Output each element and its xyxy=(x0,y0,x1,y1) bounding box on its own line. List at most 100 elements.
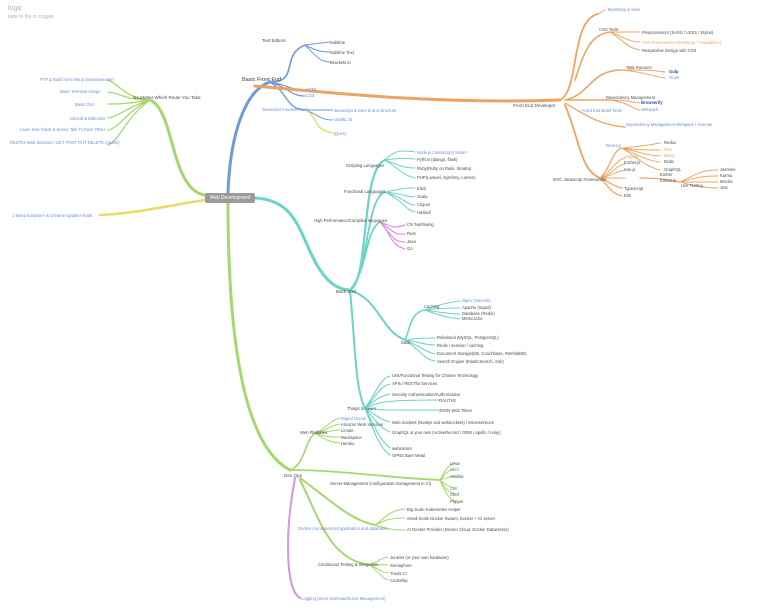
ci-item: Semaphore xyxy=(390,563,412,568)
docker-label: Docker (containerized application and da… xyxy=(298,526,388,531)
ci-item: Travis-CI xyxy=(390,571,407,576)
test-item: Jasmine xyxy=(720,167,736,172)
task-runner-item: Gulp xyxy=(669,69,679,74)
root-node[interactable]: Web Development xyxy=(205,193,255,203)
react-js-label: React.js xyxy=(606,143,621,148)
high-item: Rust xyxy=(407,231,416,236)
docker-item: Big Scale Kubernetes Helper xyxy=(407,507,461,512)
js-item: Javascript & Dom & and structure xyxy=(334,108,397,113)
react-item: Relay xyxy=(664,153,676,158)
high-item: Java xyxy=(407,239,417,244)
editor-item: Brackets.io xyxy=(330,60,351,65)
platform-item: Linode xyxy=(341,428,354,433)
front-end-build-tools-label: Front End Build Tools xyxy=(582,108,622,113)
cfg-item: Puppet xyxy=(450,499,464,504)
js-item: Vanilla JS xyxy=(334,117,353,122)
react-item: Mobx xyxy=(664,159,675,164)
data-label: Data xyxy=(401,340,411,345)
typescript-label: Typescript xyxy=(624,186,644,191)
cache-item: Memcache xyxy=(462,316,483,321)
server-mgmt-label: Server Management (configuration managem… xyxy=(330,481,432,486)
unit-testing-label: Unit Testing xyxy=(681,183,703,188)
ci-item: Codeship xyxy=(390,578,408,583)
caching-label: Caching xyxy=(424,304,440,309)
data-item: Redis / session / caching xyxy=(437,343,484,348)
ci-label: Continuous Testing & Integration xyxy=(318,562,379,567)
route-item: GitHub & Bitbucket xyxy=(70,116,106,121)
css-tool-item: CSS Frameworks (Bootstrap / Foundation) xyxy=(642,40,722,45)
mvc-label: MVC Javascript Frameworks xyxy=(553,177,607,182)
document-subtitle: tade to the ci ccages xyxy=(8,14,54,20)
document-title: logic xyxy=(8,5,23,12)
css-tools-label: CSS Tools xyxy=(599,27,618,32)
docker-item: AI Docker Provider (Docker Cloud, Docker… xyxy=(407,527,509,532)
cfg-item: Ansible xyxy=(450,474,464,479)
platform-item: Heroku xyxy=(341,441,355,446)
high-item: C#/.Net/Swing xyxy=(407,222,434,227)
cache-item: Apache (Squid) xyxy=(462,305,491,310)
cfg-item: Linux xyxy=(450,461,461,466)
editor-item: Sublime Text xyxy=(330,50,355,55)
thing-item: JSON Web Token xyxy=(439,408,473,413)
angular-label: Angular xyxy=(624,154,639,159)
test-item: Karma xyxy=(720,173,733,178)
cfg-item: Chef xyxy=(450,492,460,497)
route-item: FTP & Build from Setup (Dreamweaver) xyxy=(40,77,115,82)
react-item: GraphQL xyxy=(664,167,682,172)
thing-item: OPNS Bare Metal xyxy=(392,453,425,458)
js-item: jQuery xyxy=(333,131,347,136)
css-tool-item: Preprocessors (SASS / LESS / Stylus) xyxy=(642,30,714,35)
route-item: Basic Terminal Usage xyxy=(60,89,101,94)
front-end-developer-label: Front End Developer xyxy=(513,103,556,108)
thing-item: Web Sockets (Nodejs and websockets) / Mi… xyxy=(392,420,494,425)
thing-item: websocket xyxy=(392,446,413,451)
script-item: Ruby(Ruby on Rails, Sinatra) xyxy=(417,166,472,171)
thing-item: GraphQL & your own (ActiveRecord / ORM /… xyxy=(392,430,501,435)
thing-item: APIs / RESTful Services xyxy=(392,381,437,386)
css-tool-item: Responsive Design with CSS xyxy=(642,48,697,53)
script-item: Python (django, flask) xyxy=(417,157,458,162)
route-item: Basic GUI xyxy=(75,102,94,107)
data-item: Document Storage(DB, Couchbase, RethinkD… xyxy=(437,351,527,356)
docker-item: Small Scale Docker Swarm, Docker + CI se… xyxy=(407,516,496,521)
data-item: Search Engine (ElasticSearch, Solr) xyxy=(437,359,504,364)
route-item: Learn how Client & Server Talk To Each O… xyxy=(20,127,106,132)
route-item: RESTful Web Services / GET POST PUT DELE… xyxy=(10,140,120,145)
cache-item: Database (Redis) xyxy=(462,311,495,316)
react-item: Flux xyxy=(664,147,673,152)
thing-item: Security Authentication/Authorization xyxy=(392,392,461,397)
data-item: Relational (MySQL, PostgreSQL) xyxy=(437,335,499,340)
editor-item: Sublime xyxy=(330,40,346,45)
cfg-item: Chef xyxy=(450,467,460,472)
platform-item: Amazon Web Services xyxy=(341,422,383,427)
cfg-item: Salt xyxy=(450,486,458,491)
task-runners-label: Task Runners xyxy=(626,65,652,70)
html-label: HTML xyxy=(306,87,318,92)
func-item: Scala xyxy=(417,194,428,199)
scripting-label: Scripting Languages xyxy=(346,163,384,168)
test-item: Jest xyxy=(720,185,729,190)
func-item: Clojure xyxy=(417,202,431,207)
elm-label: Elm xyxy=(624,193,632,198)
func-item: Elixir xyxy=(417,186,427,191)
dep-bottom-item: Dependency Management Webpack / Yeoman xyxy=(626,122,713,127)
cache-item: Nginx (Varnish) xyxy=(462,298,491,303)
web-platforms-label: Web Platforms xyxy=(300,430,327,435)
test-item: Mocha xyxy=(720,179,733,184)
high-perf-label: High Performance/Compiled languages xyxy=(314,218,387,223)
vue-js-label: Vue.js xyxy=(624,167,635,172)
text-editors-label: Text Editors xyxy=(262,38,286,43)
basic-front-end-label: Basic Front End xyxy=(242,77,281,83)
high-item: Go xyxy=(407,246,413,251)
thing-item: Unit/Functional Testing for Chosen Techn… xyxy=(392,373,479,378)
task-runner-item: Grunt xyxy=(669,75,680,80)
ember-js-label: Ember.js xyxy=(624,160,640,165)
ci-item: Jenkins (or your own hardware) xyxy=(390,555,449,560)
script-item: PHP(Laravel, Symfony, Lumen) xyxy=(417,175,476,180)
func-item: Haskell xyxy=(417,210,431,215)
platform-item: Rackspace xyxy=(341,435,362,440)
platform-item: Digital Ocean xyxy=(341,416,367,421)
devops-bottom-item: Logging (Devo.Gammas/Sumo Management) xyxy=(301,596,386,601)
ember-label: Ember xyxy=(660,172,673,177)
